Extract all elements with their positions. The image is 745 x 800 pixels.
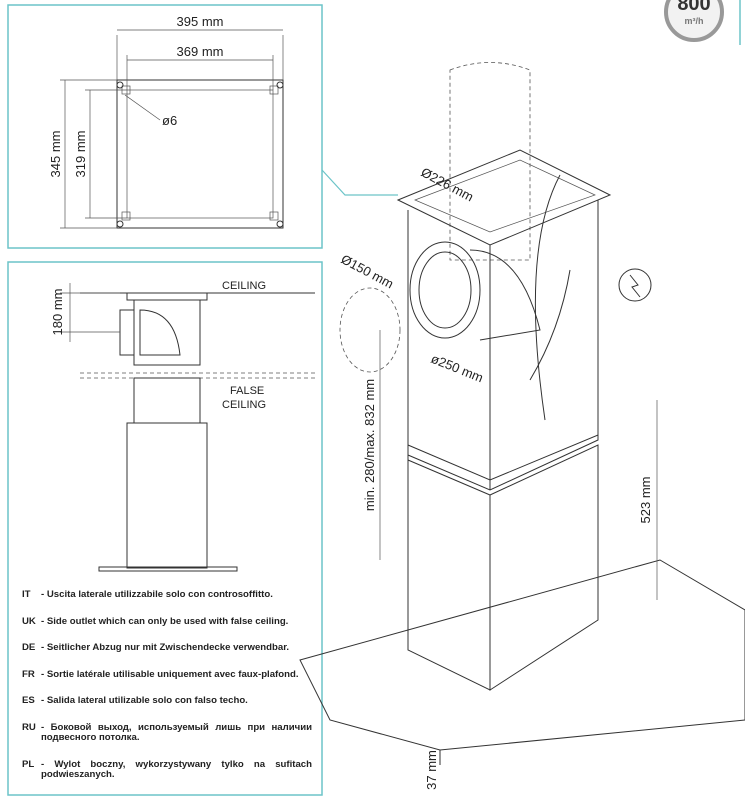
note-text: - Uscita laterale utilizzabile solo con …	[41, 589, 273, 600]
hood-drawing	[299, 62, 745, 765]
note-es: ES - Salida lateral utilizable solo con f…	[22, 696, 312, 707]
airflow-badge: 800 m³/h	[664, 0, 724, 42]
side-outlet-drawing	[60, 283, 315, 572]
note-text: - Sortie latérale utilisable uniquement …	[41, 668, 299, 680]
note-it: IT - Uscita laterale utilizzabile solo co…	[22, 589, 312, 601]
top-detail-frame	[7, 4, 323, 249]
width-outer-label: 395 mm	[177, 14, 224, 29]
height-outer-label: 345 mm	[48, 131, 63, 178]
note-code: IT	[22, 589, 31, 600]
note-text: - Salida lateral utilizable solo con fal…	[41, 695, 248, 707]
side-detail-frame	[7, 261, 323, 796]
height-inner-label: 319 mm	[73, 131, 88, 178]
hood-height-label: 523 mm	[638, 477, 653, 524]
false-ceiling-label-2: CEILING	[222, 399, 266, 411]
callout-line	[321, 169, 398, 196]
width-inner-label: 369 mm	[177, 44, 224, 59]
hole-label: ø6	[162, 113, 177, 128]
note-fr: FR - Sortie latérale utilisable uniquemen…	[22, 668, 312, 681]
note-code: PL	[22, 758, 35, 770]
note-pl: PL - Wylot boczny, wykorzystywany tylko n…	[22, 758, 312, 781]
note-de: DE - Seitlicher Abzug nur mit Zwischendec…	[22, 643, 312, 654]
note-code: UK	[22, 615, 36, 627]
outlet-diameter-label: ø250 mm	[429, 351, 486, 385]
note-text: - Seitlicher Abzug nur mit Zwischendecke…	[41, 642, 290, 654]
false-ceiling-label-1: FALSE	[230, 385, 264, 397]
thickness-label: 37 mm	[424, 750, 439, 790]
note-ru: RU - Боковой выход, используемый лишь при…	[22, 721, 312, 744]
mounting-plate-drawing	[60, 29, 284, 229]
top-duct-diameter-label: Ø226 mm	[419, 164, 476, 204]
note-uk: UK - Side outlet which can only be used w…	[22, 615, 312, 628]
note-text: - Боковой выход, используемый лишь при н…	[41, 721, 312, 744]
svg-text:m³/h: m³/h	[685, 16, 704, 26]
notes-list: IT - Uscita laterale utilizzabile solo co…	[22, 589, 312, 797]
outlet-height-label: 180 mm	[50, 289, 65, 336]
note-text: - Side outlet which can only be used wit…	[41, 615, 289, 627]
ceiling-label: CEILING	[222, 280, 266, 292]
note-code: RU	[22, 721, 36, 733]
note-code: DE	[22, 642, 36, 654]
note-text: - Wylot boczny, wykorzystywany tylko na …	[41, 758, 312, 781]
svg-text:800: 800	[677, 0, 710, 15]
note-code: FR	[22, 668, 35, 680]
side-duct-diameter-label: Ø150 mm	[339, 251, 396, 291]
height-range-label: min. 280/max. 832 mm	[362, 379, 377, 511]
note-code: ES	[22, 695, 35, 707]
